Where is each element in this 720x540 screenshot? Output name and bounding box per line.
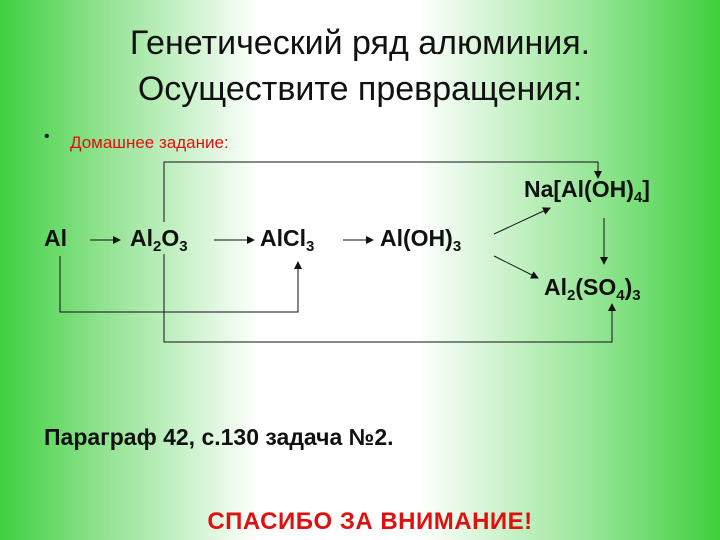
arrow-al-to-alcl3 (59, 256, 302, 313)
arrow-aloh3-to-al2so43-bypass (163, 254, 616, 343)
arrow-aloh3-to-al2so43 (493, 255, 539, 279)
compound-naaloh4: Na[Al(OH)4] (524, 176, 650, 206)
compound-alcl3: AlCl3 (260, 225, 315, 255)
thanks-text: СПАСИБО ЗА ВНИМАНИЕ! (207, 508, 533, 535)
homework-label: Домашнее задание: (70, 133, 229, 152)
slide-title: Генетический ряд алюминия. Осуществите п… (0, 20, 720, 112)
assignment-text: Параграф 42, с.130 задача №2. (44, 424, 394, 450)
title-line-2: Осуществите превращения: (137, 70, 583, 108)
compound-aloh3: Al(OH)3 (380, 225, 462, 255)
title-line-1: Генетический ряд алюминия. (129, 24, 591, 62)
compound-al: Al (44, 225, 67, 251)
compound-al2o3: Al2O3 (130, 225, 188, 255)
bullet-icon: • (44, 128, 50, 145)
compound-al2so43: Al2(SO4)3 (544, 274, 641, 304)
arrow-aloh3-to-naaloh4 (493, 207, 551, 235)
arrow-al2o3-to-naaloh4 (163, 161, 602, 222)
